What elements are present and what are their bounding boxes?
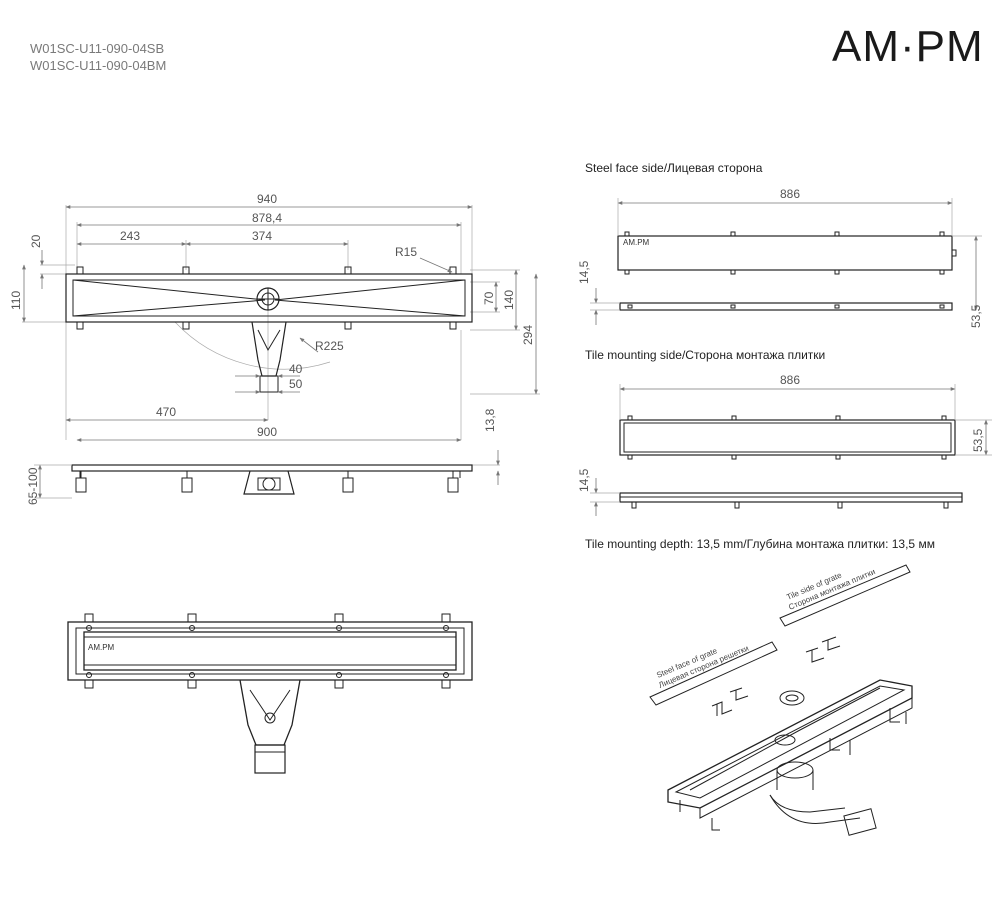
tile-depth-title: Tile mounting depth: 13,5 mm/Глубина мон…	[585, 537, 935, 551]
side-view	[71, 464, 473, 495]
tile-side-title: Tile mounting side/Сторона монтажа плитк…	[585, 348, 826, 362]
top-view-labels: 940 878,4 243 374 20 110 70 140 294 R15 …	[9, 192, 535, 439]
side-view-dimensions	[34, 450, 500, 499]
dim-243: 243	[120, 229, 140, 243]
dim-40: 40	[289, 362, 303, 376]
steel-dim-53-5: 53,5	[969, 304, 983, 328]
steel-face-dimensions	[590, 198, 982, 325]
dim-70: 70	[482, 291, 496, 305]
isometric-view	[649, 564, 913, 836]
tile-side-view	[619, 415, 963, 509]
steel-face-view: AM.PM	[617, 231, 957, 311]
dim-r225: R225	[315, 339, 344, 353]
tile-side-dimensions	[590, 384, 992, 516]
dim-r15: R15	[395, 245, 417, 259]
model-code-2: W01SC-U11-090-04BM	[30, 58, 167, 73]
steel-face-title: Steel face side/Лицевая сторона	[585, 161, 763, 175]
dim-878: 878,4	[252, 211, 282, 225]
grate-logo-steel: AM.PM	[623, 238, 650, 247]
dim-374: 374	[252, 229, 272, 243]
dim-940: 940	[257, 192, 277, 206]
dim-65-100: 65-100	[26, 467, 40, 505]
dim-50: 50	[289, 377, 303, 391]
dim-470: 470	[156, 405, 176, 419]
top-view-dimensions	[22, 205, 538, 442]
model-code-1: W01SC-U11-090-04SB	[30, 41, 165, 56]
tile-dim-53-5: 53,5	[971, 428, 985, 452]
dim-13-8: 13,8	[483, 408, 497, 432]
grate-logo-bottom: AM.PM	[88, 643, 115, 652]
bottom-view: AM.PM	[67, 613, 473, 774]
brand-logo: AM·PM	[832, 22, 984, 71]
iso-grate-labels: Tile side of grate Сторона монтажа плитк…	[655, 567, 876, 690]
dim-900: 900	[257, 425, 277, 439]
steel-dim-14-5: 14,5	[577, 260, 591, 284]
tile-dim-886: 886	[780, 373, 800, 387]
dim-110: 110	[9, 291, 23, 310]
tile-dim-14-5: 14,5	[577, 468, 591, 492]
dim-294: 294	[521, 325, 535, 345]
dim-20: 20	[29, 234, 43, 248]
top-view	[22, 205, 540, 466]
steel-dim-886: 886	[780, 187, 800, 201]
dim-140: 140	[502, 290, 516, 310]
